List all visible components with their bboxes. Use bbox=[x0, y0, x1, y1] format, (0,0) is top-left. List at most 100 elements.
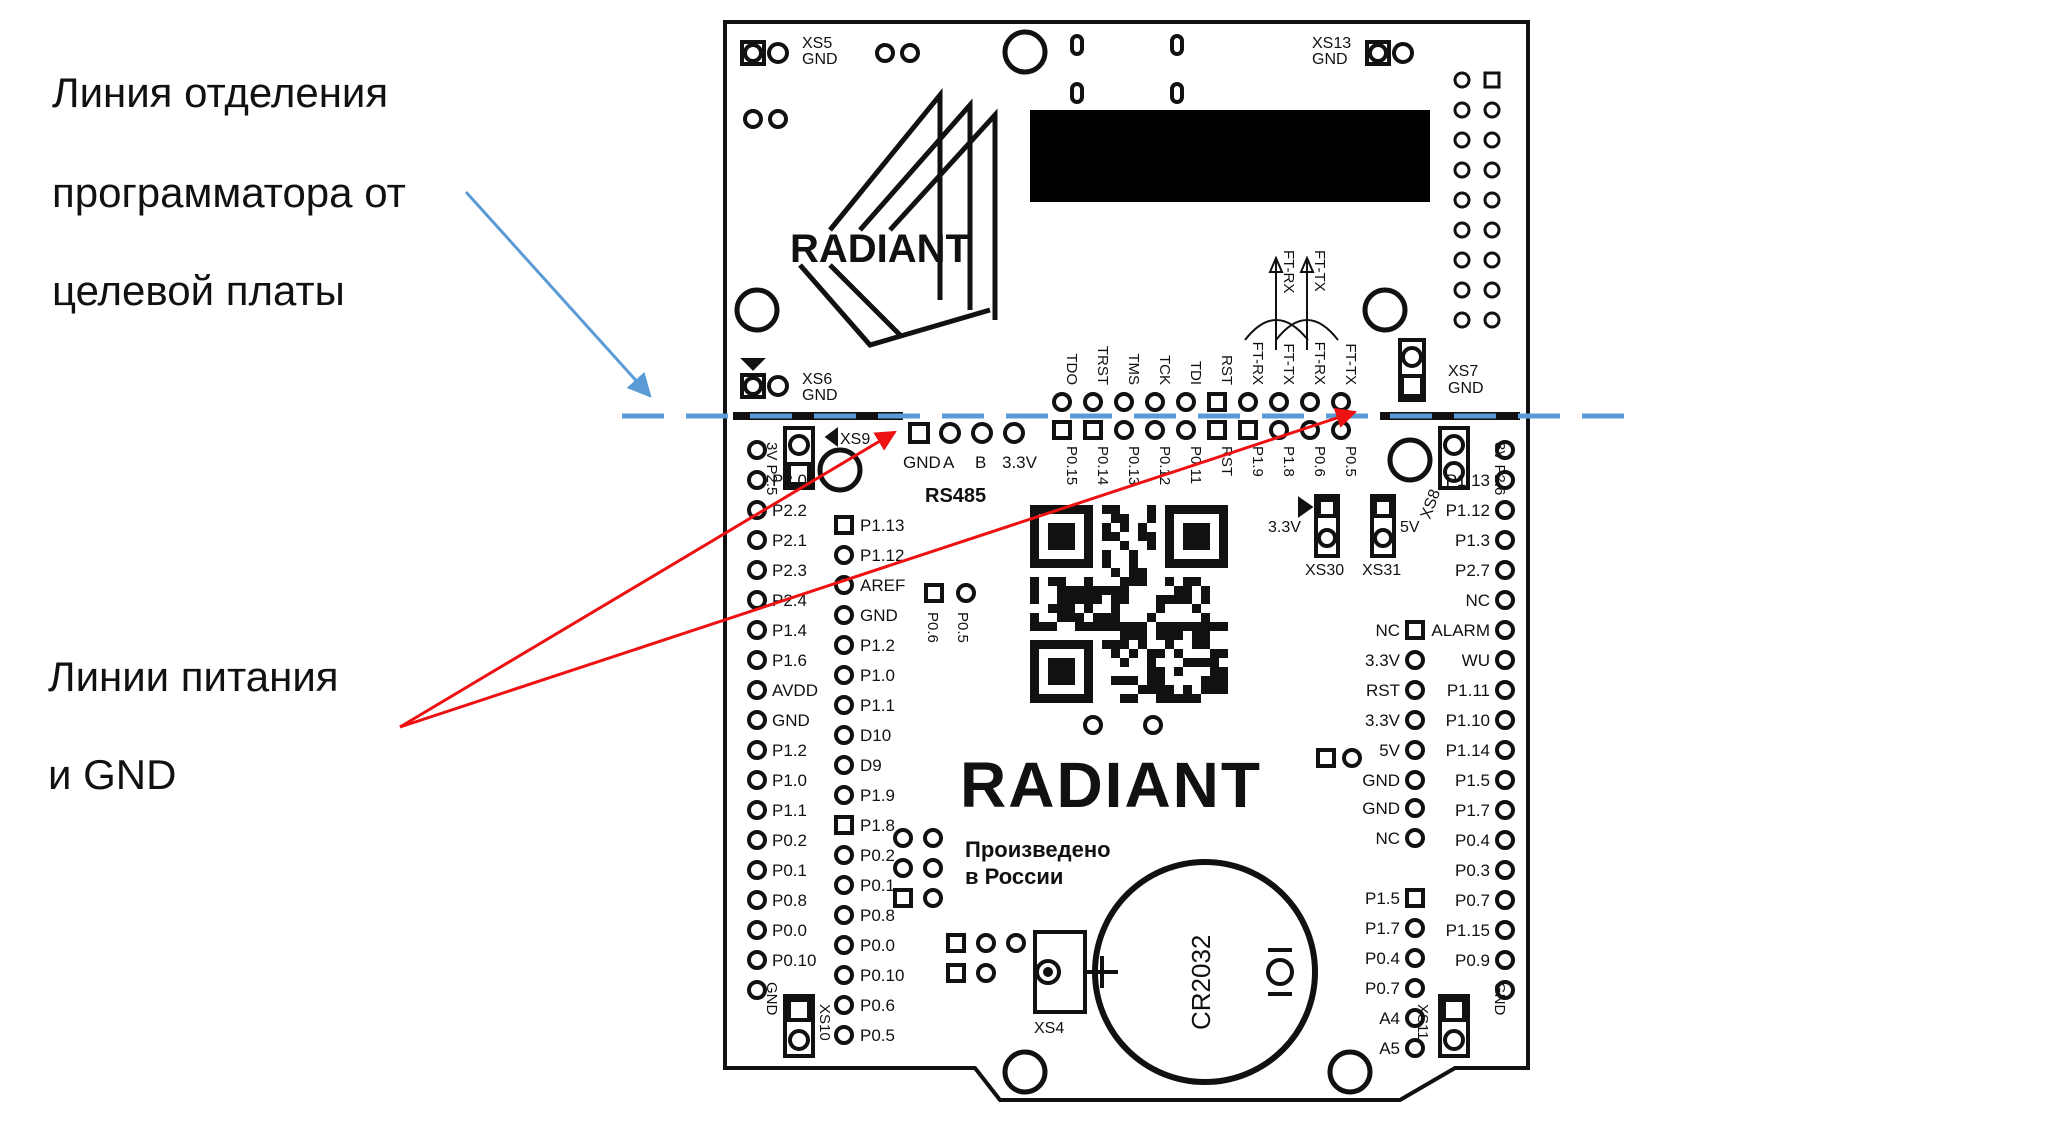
left-outer-label: P0.0 bbox=[772, 921, 807, 940]
jtag-top-pin bbox=[1269, 392, 1289, 412]
jtag-bottom-pin bbox=[1114, 420, 1134, 440]
qr-module bbox=[1129, 577, 1138, 586]
right-inner-pin bbox=[1405, 918, 1425, 938]
left-outer-pin bbox=[747, 830, 767, 850]
qr-code bbox=[1030, 505, 1228, 703]
left-outer-pin bbox=[747, 710, 767, 730]
jtag-bottom-label: RST bbox=[1218, 446, 1235, 476]
right-inner-label: 3.3V bbox=[1365, 651, 1401, 670]
qr-module bbox=[1192, 640, 1201, 649]
qr-module bbox=[1183, 694, 1192, 703]
right-outer-label: P0.3 bbox=[1455, 861, 1490, 880]
left-outer-pin bbox=[747, 950, 767, 970]
right-inner-pin bbox=[1405, 1038, 1425, 1058]
left-inner-pin bbox=[834, 995, 854, 1015]
jtag-bottom-label: P0.15 bbox=[1063, 446, 1080, 485]
qr-module bbox=[1156, 667, 1165, 676]
right-inner-label: A5 bbox=[1379, 1039, 1400, 1058]
right-outer-pin bbox=[1495, 770, 1515, 790]
qr-module bbox=[1120, 694, 1129, 703]
qr-module bbox=[1066, 586, 1075, 595]
left-outer-pin bbox=[747, 800, 767, 820]
separation-arrow bbox=[464, 190, 652, 398]
qr-module bbox=[1057, 577, 1066, 586]
qr-module bbox=[1066, 604, 1075, 613]
logo-text: RADIANT bbox=[790, 227, 970, 271]
left-outer-pin bbox=[747, 440, 767, 460]
qr-module bbox=[1093, 586, 1102, 595]
brand-name: RADIANT bbox=[960, 749, 1262, 821]
left-outer-pin bbox=[747, 920, 767, 940]
left-inner-label: P1.0 bbox=[860, 666, 895, 685]
qr-module bbox=[1192, 577, 1201, 586]
left-outer-pin bbox=[747, 650, 767, 670]
left-inner-label: GND bbox=[860, 606, 898, 625]
jtag-bottom-pin bbox=[1145, 420, 1165, 440]
qr-module bbox=[1120, 640, 1129, 649]
qr-module bbox=[1111, 676, 1120, 685]
qr-module bbox=[1147, 613, 1156, 622]
jtag-bottom-pin bbox=[1207, 420, 1227, 440]
right-outer-pin bbox=[1495, 890, 1515, 910]
jtag-bottom-label: P1.8 bbox=[1280, 446, 1297, 477]
left-outer-label: P0.8 bbox=[772, 891, 807, 910]
right-inner-pin bbox=[1405, 770, 1425, 790]
qr-module bbox=[1156, 622, 1165, 631]
right-inner-pin bbox=[1405, 740, 1425, 760]
power-arrow-vcc bbox=[399, 407, 1357, 729]
made-in-line-1: Произведено bbox=[965, 837, 1111, 862]
radiant-logo bbox=[798, 87, 998, 348]
battery-label: CR2032 bbox=[1186, 935, 1216, 1030]
left-inner-label: P1.8 bbox=[860, 816, 895, 835]
right-outer-pin bbox=[1495, 620, 1515, 640]
right-inner-pin bbox=[1405, 978, 1425, 998]
jtag-bottom-label: P0.6 bbox=[1311, 446, 1328, 477]
left-inner-pin bbox=[834, 515, 854, 535]
qr-module bbox=[1201, 631, 1210, 640]
left-outer-label: P2.0 bbox=[772, 471, 807, 490]
left-inner-label: P1.1 bbox=[860, 696, 895, 715]
xs7-label: XS7 bbox=[1448, 363, 1478, 380]
qr-module bbox=[1201, 676, 1210, 685]
right-inner-pin bbox=[1405, 1008, 1425, 1028]
left-outer-label: P1.4 bbox=[772, 621, 807, 640]
qr-module bbox=[1210, 667, 1219, 676]
left-inner-label: P1.9 bbox=[860, 786, 895, 805]
qr-module bbox=[1210, 676, 1219, 685]
qr-module bbox=[1048, 604, 1057, 613]
jtag-top-label: FT-RX bbox=[1311, 342, 1328, 385]
jtag-bottom-label: P0.12 bbox=[1156, 446, 1173, 485]
right-inner-label: P1.7 bbox=[1365, 919, 1400, 938]
left-inner-label: D9 bbox=[860, 756, 882, 775]
qr-module bbox=[1111, 532, 1120, 541]
qr-module bbox=[1210, 685, 1219, 694]
jtag-top-pin bbox=[1238, 392, 1258, 412]
qr-module bbox=[1201, 640, 1210, 649]
left-outer-label: P0.2 bbox=[772, 831, 807, 850]
qr-module bbox=[1138, 532, 1147, 541]
jtag-top-pin bbox=[1083, 392, 1103, 412]
left-outer-label: P1.0 bbox=[772, 771, 807, 790]
qr-module bbox=[1102, 550, 1111, 559]
right-outer-pin bbox=[1495, 500, 1515, 520]
qr-module bbox=[1183, 685, 1192, 694]
qr-module bbox=[1066, 613, 1075, 622]
qr-module bbox=[1192, 604, 1201, 613]
qr-module bbox=[1210, 622, 1219, 631]
qr-module bbox=[1102, 613, 1111, 622]
left-inner-label: P0.8 bbox=[860, 906, 895, 925]
qr-module bbox=[1129, 622, 1138, 631]
left-inner-label: P1.13 bbox=[860, 516, 904, 535]
jtag-top-label: TDI bbox=[1187, 361, 1204, 385]
qr-module bbox=[1147, 649, 1156, 658]
qr-module bbox=[1156, 649, 1165, 658]
power-label-line-2: и GND bbox=[48, 751, 177, 798]
right-outer-label: P1.5 bbox=[1455, 771, 1490, 790]
qr-module bbox=[1183, 586, 1192, 595]
jtag-top-pin bbox=[1176, 392, 1196, 412]
left-outer-label: 3V P2.5 bbox=[763, 442, 780, 495]
qr-module bbox=[1210, 658, 1219, 667]
qr-module bbox=[1111, 640, 1120, 649]
left-inner-label: P0.1 bbox=[860, 876, 895, 895]
qr-module bbox=[1219, 622, 1228, 631]
